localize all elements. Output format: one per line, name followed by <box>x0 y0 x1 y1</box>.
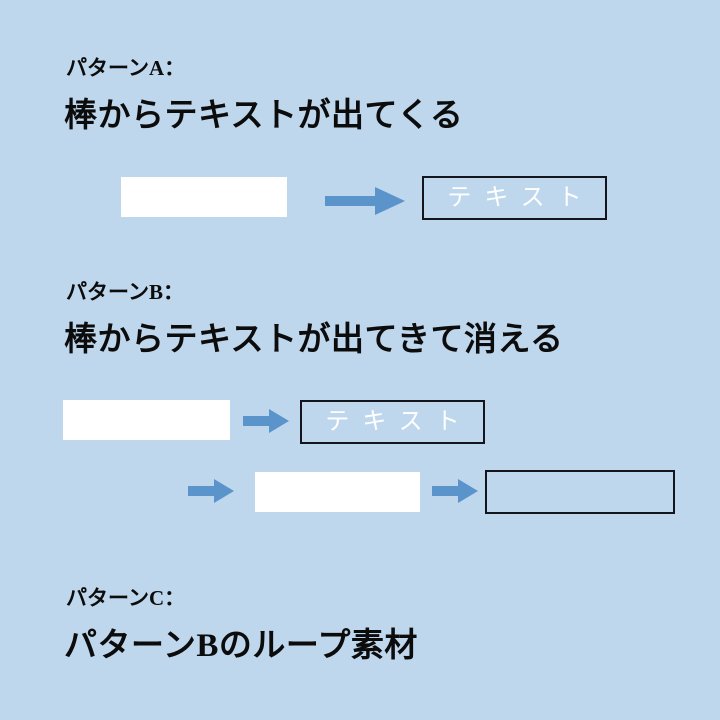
pattern-b-row1-text-box: テキスト <box>300 400 485 444</box>
pattern-a-white-bar <box>121 177 287 217</box>
pattern-a-right-arrow-icon <box>325 186 405 216</box>
pattern-c-label: パターンC： <box>66 586 186 610</box>
pattern-a-text-box-label: テキスト <box>447 185 595 211</box>
pattern-b-row2-empty-box <box>485 470 675 514</box>
pattern-b-row2-right-arrow-icon-1 <box>188 478 234 504</box>
pattern-b-row2-white-bar <box>255 472 420 512</box>
pattern-a-label: パターンA： <box>66 56 186 80</box>
pattern-b-row1-text-box-label: テキスト <box>325 409 473 435</box>
pattern-b-label: パターンB： <box>66 280 184 304</box>
pattern-c-title: パターンBのループ素材 <box>64 628 418 664</box>
pattern-b-title: 棒からテキストが出てきて消える <box>64 322 564 358</box>
pattern-a-title: 棒からテキストが出てくる <box>64 98 464 134</box>
pattern-b-row2-right-arrow-icon-2 <box>432 478 478 504</box>
pattern-b-row1-right-arrow-icon <box>243 408 289 434</box>
pattern-a-text-box: テキスト <box>422 176 607 220</box>
pattern-b-row1-white-bar <box>63 400 230 440</box>
